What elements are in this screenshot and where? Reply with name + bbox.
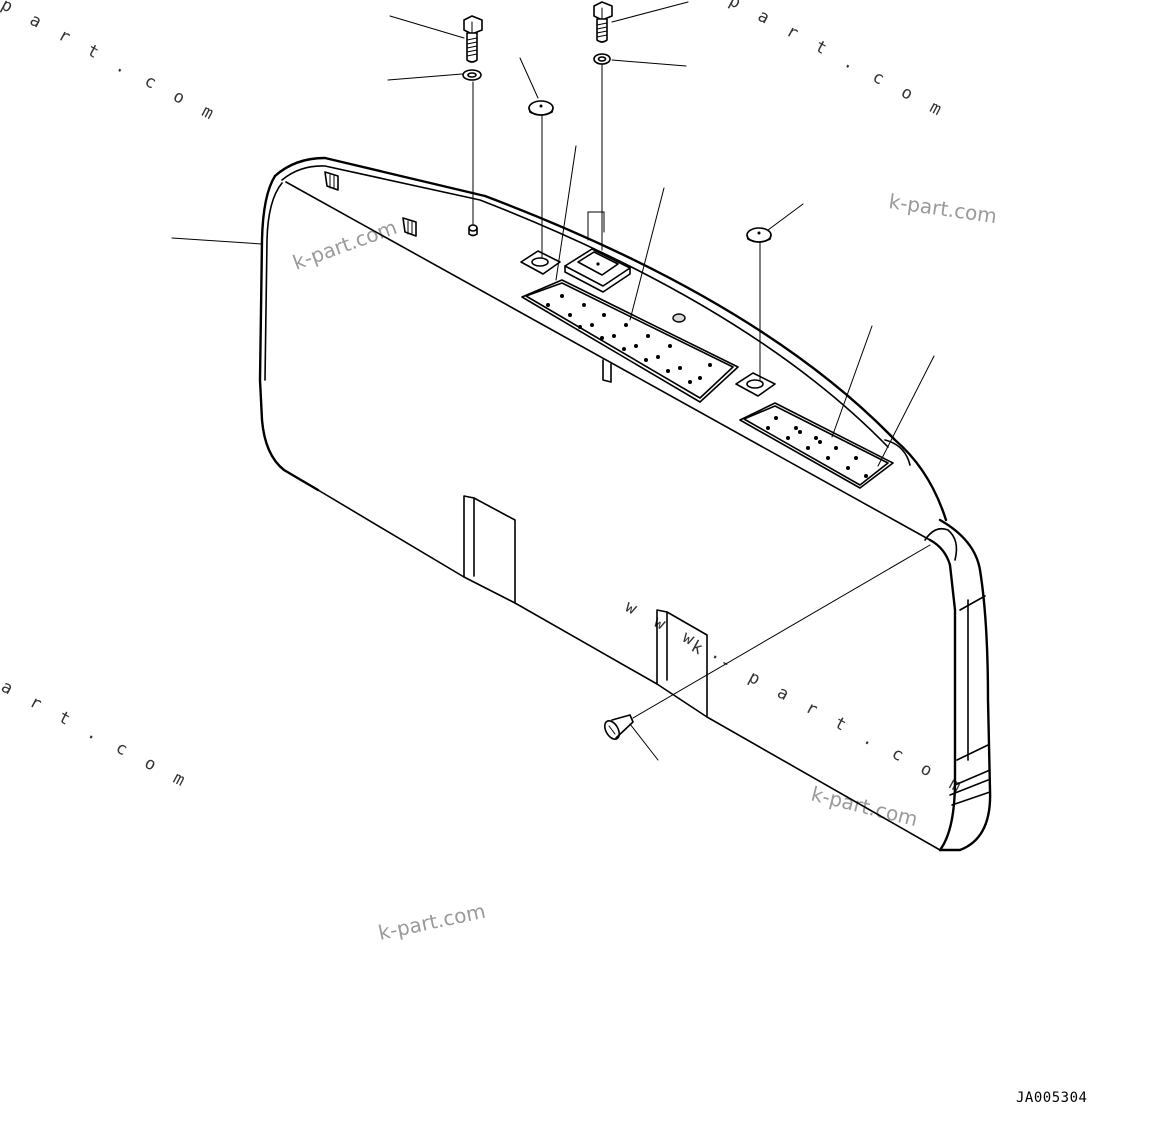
cap-right — [746, 227, 772, 243]
top-tabs — [324, 171, 612, 383]
washer-right — [593, 53, 611, 65]
watermark-top-right: k-part.com — [887, 189, 998, 228]
watermark-upper-left: k-part.com — [290, 215, 401, 275]
cap-left — [528, 100, 554, 116]
assembly-lines — [472, 63, 931, 719]
bolt-right — [593, 1, 613, 43]
screw — [603, 714, 634, 740]
watermark-spaced-top-right: p a r t . c o m — [726, 0, 950, 123]
seat-pads — [468, 224, 776, 397]
plate-left — [521, 279, 739, 403]
leader-lines — [171, 1, 935, 761]
watermark-spaced-top-left: p a r t . c o m — [0, 0, 222, 127]
plate-right — [739, 402, 894, 489]
cover-panel — [258, 156, 992, 852]
bracket — [564, 211, 631, 293]
plate-right-dots — [766, 416, 868, 478]
plate-left-dots — [546, 294, 712, 384]
washer-left — [462, 69, 482, 81]
drawing-code: JA005304 — [1016, 1090, 1088, 1106]
bolt-left — [463, 15, 483, 63]
watermark-spaced-left: a r t . c o m — [0, 677, 193, 794]
watermark-bottom: k-part.com — [376, 899, 488, 945]
